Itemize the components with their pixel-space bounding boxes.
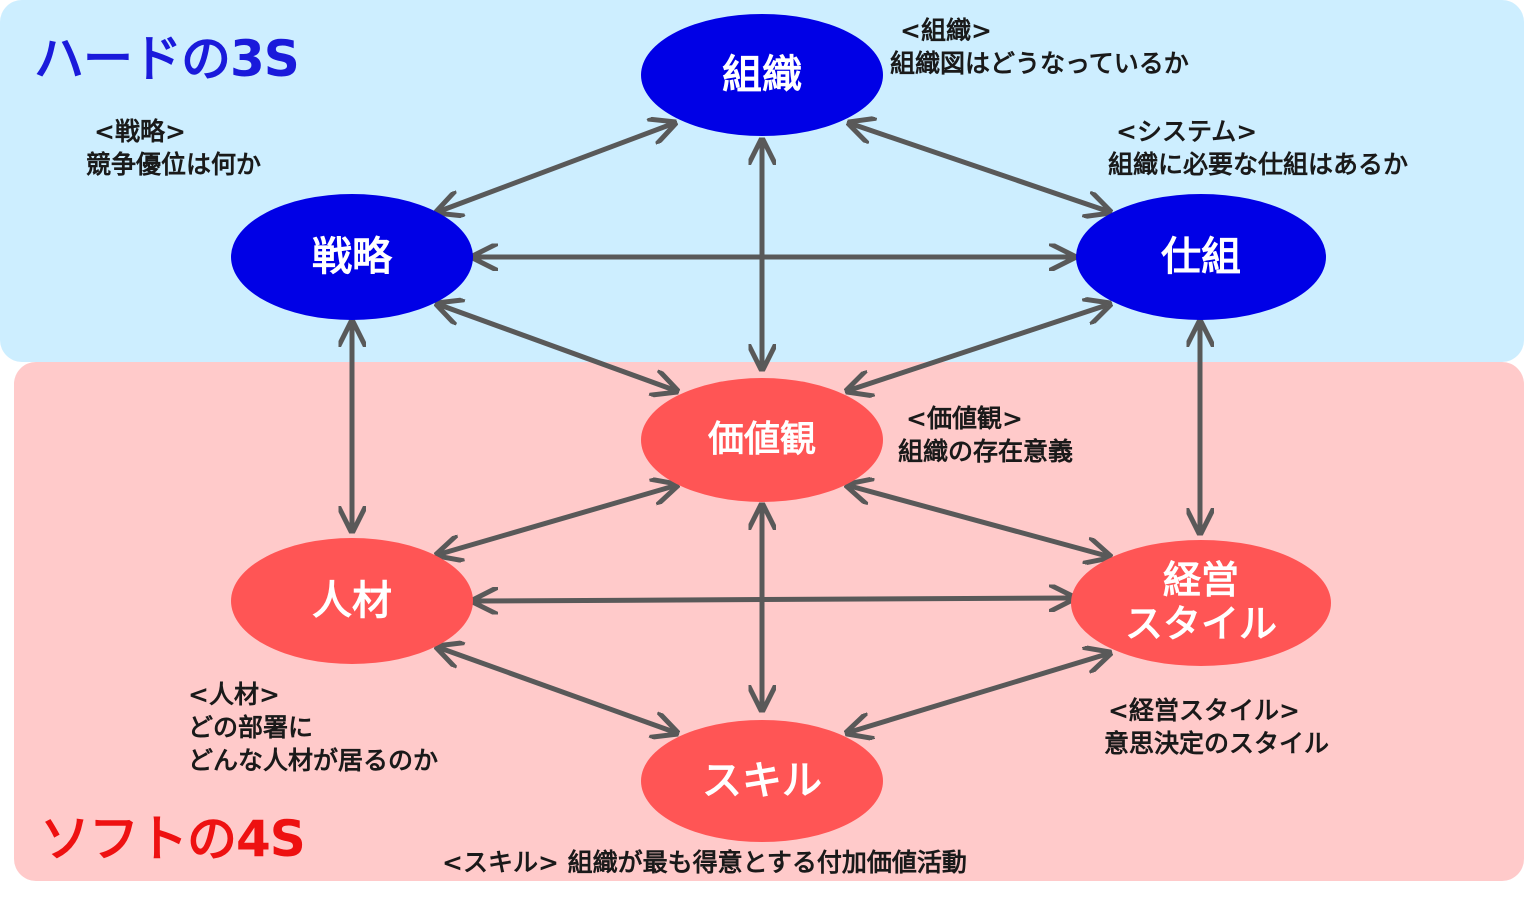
desc-jinzai-text-1: どの部署に xyxy=(188,713,314,742)
link-soshiki-senryaku xyxy=(440,124,672,211)
node-kachikan-label: 価値観 xyxy=(707,419,816,461)
link-shikumi-kachikan xyxy=(850,305,1107,390)
desc-kachikan-heading: <価値観> xyxy=(906,404,1023,433)
node-skill: スキル xyxy=(641,720,883,842)
node-keiei-label-line1: 経営 xyxy=(1162,558,1239,603)
link-keiei-skill xyxy=(850,654,1107,732)
desc-soshiki: <組織> 組織図はどうなっているか xyxy=(890,14,1189,80)
link-kachikan-jinzai xyxy=(440,486,674,554)
node-shikumi-label: 仕組 xyxy=(1161,234,1241,280)
hard-3s-title: ハードの3S xyxy=(34,30,300,88)
desc-kachikan-text: 組織の存在意義 xyxy=(898,437,1074,466)
desc-keiei-heading: <経営スタイル> xyxy=(1108,696,1300,725)
arrow-lines xyxy=(352,124,1200,732)
desc-keiei-text: 意思決定のスタイル xyxy=(1104,729,1330,758)
soft-4s-title: ソフトの4S xyxy=(40,810,306,868)
node-soshiki-label: 組織 xyxy=(722,52,802,98)
desc-senryaku: <戦略> 競争優位は何か xyxy=(86,115,261,181)
desc-jinzai-text-2: どんな人材が居るのか xyxy=(188,746,439,775)
node-keiei-style: 経営 スタイル xyxy=(1071,540,1331,666)
desc-jinzai: <人材> どの部署に どんな人材が居るのか xyxy=(188,678,438,777)
desc-jinzai-heading: <人材> xyxy=(188,680,280,709)
node-soshiki: 組織 xyxy=(641,14,883,136)
node-kachikan: 価値観 xyxy=(641,378,883,502)
link-senryaku-kachikan xyxy=(440,305,674,390)
desc-senryaku-heading: <戦略> xyxy=(94,117,186,146)
node-jinzai: 人材 xyxy=(231,538,473,664)
desc-shikumi-heading: <システム> xyxy=(1116,117,1258,146)
desc-shikumi-text: 組織に必要な仕組はあるか xyxy=(1108,150,1409,179)
desc-soshiki-text: 組織図はどうなっているか xyxy=(890,49,1189,78)
node-skill-label: スキル xyxy=(702,758,822,804)
desc-senryaku-text: 競争優位は何か xyxy=(86,150,262,179)
link-jinzai-skill xyxy=(440,648,674,732)
node-senryaku: 戦略 xyxy=(231,194,473,320)
node-jinzai-label: 人材 xyxy=(312,578,392,624)
desc-skill-text: <スキル> 組織が最も得意とする付加価値活動 xyxy=(442,848,967,877)
desc-skill: <スキル> 組織が最も得意とする付加価値活動 xyxy=(442,846,967,879)
link-kachikan-keiei xyxy=(850,486,1107,556)
node-shikumi: 仕組 xyxy=(1076,194,1326,320)
link-jinzai-keiei xyxy=(476,598,1071,601)
desc-kachikan: <価値観> 組織の存在意義 xyxy=(898,402,1073,468)
node-keiei-label-line2: スタイル xyxy=(1124,602,1277,646)
desc-shikumi: <システム> 組織に必要な仕組はあるか xyxy=(1108,115,1408,181)
link-soshiki-shikumi xyxy=(852,124,1107,211)
desc-soshiki-heading: <組織> xyxy=(900,16,992,45)
node-senryaku-label: 戦略 xyxy=(312,234,392,280)
desc-keiei-style: <経営スタイル> 意思決定のスタイル xyxy=(1104,694,1329,760)
